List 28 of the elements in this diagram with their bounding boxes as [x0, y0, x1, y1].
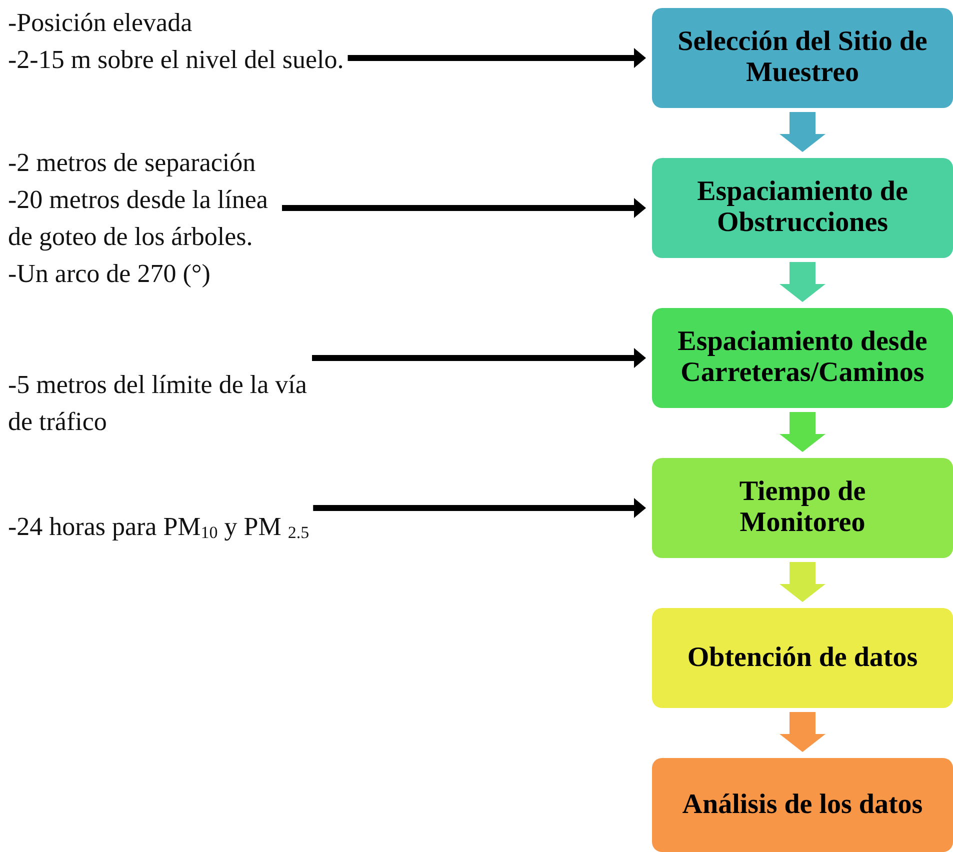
box-label: Espaciamiento desde Carreteras/Caminos [676, 327, 928, 389]
arrow [282, 198, 646, 218]
block-arrow [780, 112, 826, 152]
arrow [312, 348, 646, 368]
note-text: -5 metros del límite de la vía de tráfico [8, 369, 308, 438]
process-box [652, 158, 953, 258]
note-text: -2-15 m sobre el nivel del suelo. [8, 44, 344, 76]
box-label: Selección del Sitio de Muestreo [676, 27, 928, 89]
process-box [652, 458, 953, 558]
process-box [652, 8, 953, 108]
block-arrow [780, 412, 826, 452]
process-box [652, 758, 953, 852]
arrow [313, 498, 646, 518]
box-label: Obtención de datos [687, 642, 918, 674]
block-arrow [780, 262, 826, 302]
note-text: -Posición elevada [8, 7, 194, 39]
note-text: -Un arco de 270 (°) [8, 258, 212, 290]
note-text: -20 metros desde la línea de goteo de los árboles. [8, 184, 269, 253]
arrow [348, 48, 646, 68]
box-label: Tiempo de Monitoreo [738, 477, 867, 539]
block-arrow [780, 562, 826, 602]
box-label: Espaciamiento de Obstrucciones [696, 177, 909, 239]
box-label: Análisis de los datos [682, 790, 923, 820]
note-text: -2 metros de separación [8, 147, 257, 179]
process-box [652, 308, 953, 408]
note-text: -24 horas para PM$_{10}$ y PM $_{2.5}$ [8, 511, 310, 544]
block-arrow [780, 712, 826, 752]
process-box [652, 608, 953, 708]
